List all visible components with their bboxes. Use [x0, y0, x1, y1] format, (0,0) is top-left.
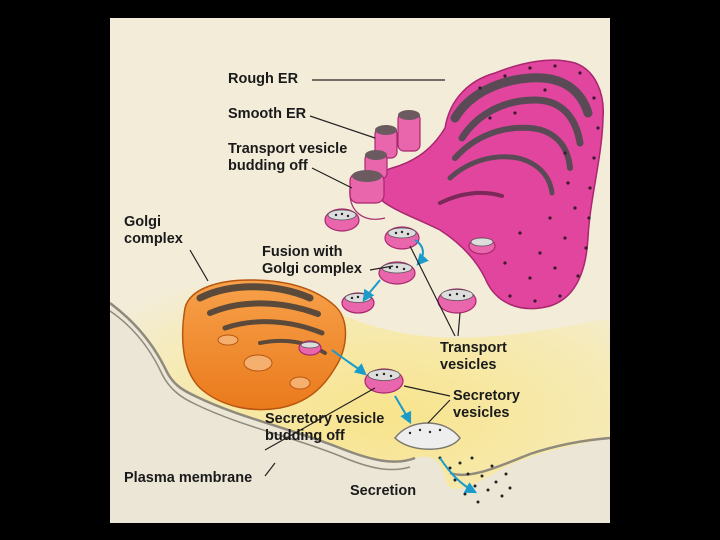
transport-vesicle [324, 208, 360, 232]
er-cisterna [438, 190, 504, 205]
arrow-golgi-to-secretory [331, 349, 367, 376]
golgi-lobe [289, 376, 311, 390]
diagram-panel: Rough ER Smooth ER Transport vesicle bud… [110, 18, 610, 523]
arrow-secretion [439, 457, 478, 494]
plasma-membrane-right [449, 436, 610, 477]
leader-smooth-er [309, 115, 376, 139]
label-transport-vesicles-line1: Transport [440, 340, 507, 356]
transport-vesicle [437, 288, 477, 314]
flow-arrows [331, 239, 478, 494]
leader-fusion [369, 265, 394, 271]
arrow-to-membrane [394, 395, 412, 425]
leader-transport-2 [457, 312, 461, 337]
er-cisterna [458, 96, 584, 147]
label-secretion: Secretion [350, 483, 417, 499]
plasma-membrane-inner [110, 310, 411, 471]
leader-golgi [189, 249, 209, 282]
label-secretory-budding-line1: Secretory vesicle [265, 411, 385, 427]
vesicle-contents [334, 212, 466, 435]
transport-vesicle [378, 261, 416, 285]
leader-transport-budding [311, 167, 353, 189]
er-cisterna [450, 73, 593, 123]
leader-plasma-membrane [264, 462, 276, 477]
label-secretory-vesicles-line2: vesicles [453, 405, 510, 421]
leader-secretory-budding [264, 387, 376, 451]
golgi-lobe [243, 354, 273, 372]
transport-vesicle [468, 237, 496, 255]
leader-secretory-1 [403, 385, 451, 397]
extracellular-space [110, 303, 610, 523]
golgi-cisterna [196, 283, 314, 302]
secretory-vesicle [364, 368, 404, 394]
label-golgi-line2: complex [124, 231, 183, 247]
label-rough-er: Rough ER [228, 71, 299, 87]
label-smooth-er: Smooth ER [228, 106, 307, 122]
leader-lines [189, 79, 461, 477]
exocytosis-vesicle [394, 422, 461, 450]
er-cisterna [452, 124, 573, 171]
transport-vesicle [384, 226, 420, 250]
leader-secretory-2 [427, 399, 451, 424]
label-transport-budding-line2: budding off [228, 158, 308, 174]
label-transport-vesicles-line2: vesicles [440, 357, 497, 373]
golgi-lobe [217, 334, 239, 346]
er-cisterna [447, 154, 555, 196]
ribosomes [478, 64, 600, 303]
label-secretory-budding-line2: budding off [265, 428, 345, 444]
label-secretory-vesicles-line1: Secretory [453, 388, 520, 404]
plasma-membrane-outer [110, 302, 416, 463]
smooth-er [349, 110, 421, 220]
label-transport-budding-line1: Transport vesicle [228, 141, 348, 157]
arrow-er-to-vesicle [414, 239, 429, 266]
golgi-cisterna [222, 319, 325, 336]
label-plasma-membrane: Plasma membrane [124, 470, 253, 486]
label-golgi-line1: Golgi [124, 214, 162, 230]
secretory-vesicle [298, 340, 322, 356]
golgi-cisterna [207, 300, 321, 317]
label-fusion-line1: Fusion with [262, 244, 343, 260]
arrow-vesicle-to-golgi [362, 279, 381, 302]
cell-illustration [110, 18, 610, 523]
leader-transport-1 [409, 245, 456, 337]
label-fusion-line2: Golgi complex [262, 261, 362, 277]
